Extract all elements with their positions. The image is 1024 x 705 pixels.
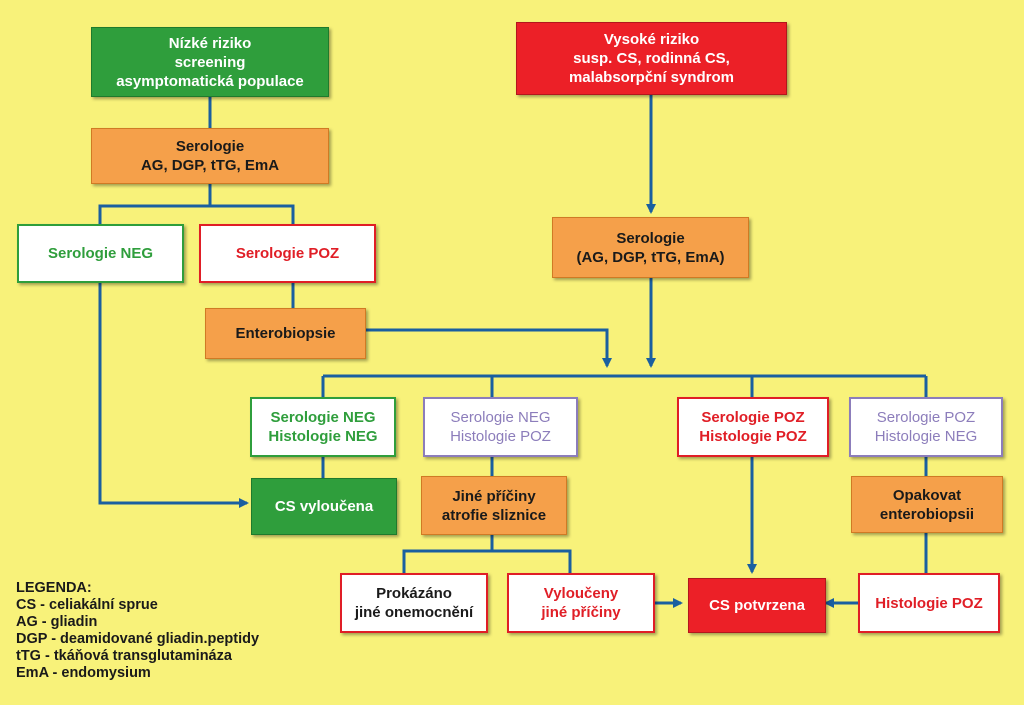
node-enterobiopsy: Enterobiopsie <box>205 308 366 359</box>
connector-other-disease <box>402 535 494 573</box>
node-serology-neg: Serologie NEG <box>17 224 184 283</box>
legend-item: AG - gliadin <box>16 614 98 630</box>
node-serology-right: Serologie(AG, DGP, tTG, EmA) <box>552 217 749 278</box>
legend-item: tTG - tkáňová transglutamináza <box>16 648 232 664</box>
node-cs-confirmed: CS potvrzena <box>688 578 826 633</box>
connector-to-neg <box>98 184 212 224</box>
legend: LEGENDA: CS - celiakální sprue AG - glia… <box>16 580 259 682</box>
connector-other-excluded <box>492 549 572 573</box>
connector-biopsy-merge <box>366 328 612 368</box>
node-histology-poz: Histologie POZ <box>858 573 1000 633</box>
connector-to-poz <box>210 204 295 224</box>
legend-item: DGP - deamidované gliadin.peptidy <box>16 631 260 647</box>
legend-title: LEGENDA: <box>16 580 92 596</box>
node-serology-poz: Serologie POZ <box>199 224 376 283</box>
legend-item: EmA - endomysium <box>16 665 151 681</box>
legend-item: CS - celiakální sprue <box>16 597 158 613</box>
node-cs-excluded: CS vyloučena <box>251 478 397 535</box>
connector-neg-excluded <box>98 283 249 508</box>
